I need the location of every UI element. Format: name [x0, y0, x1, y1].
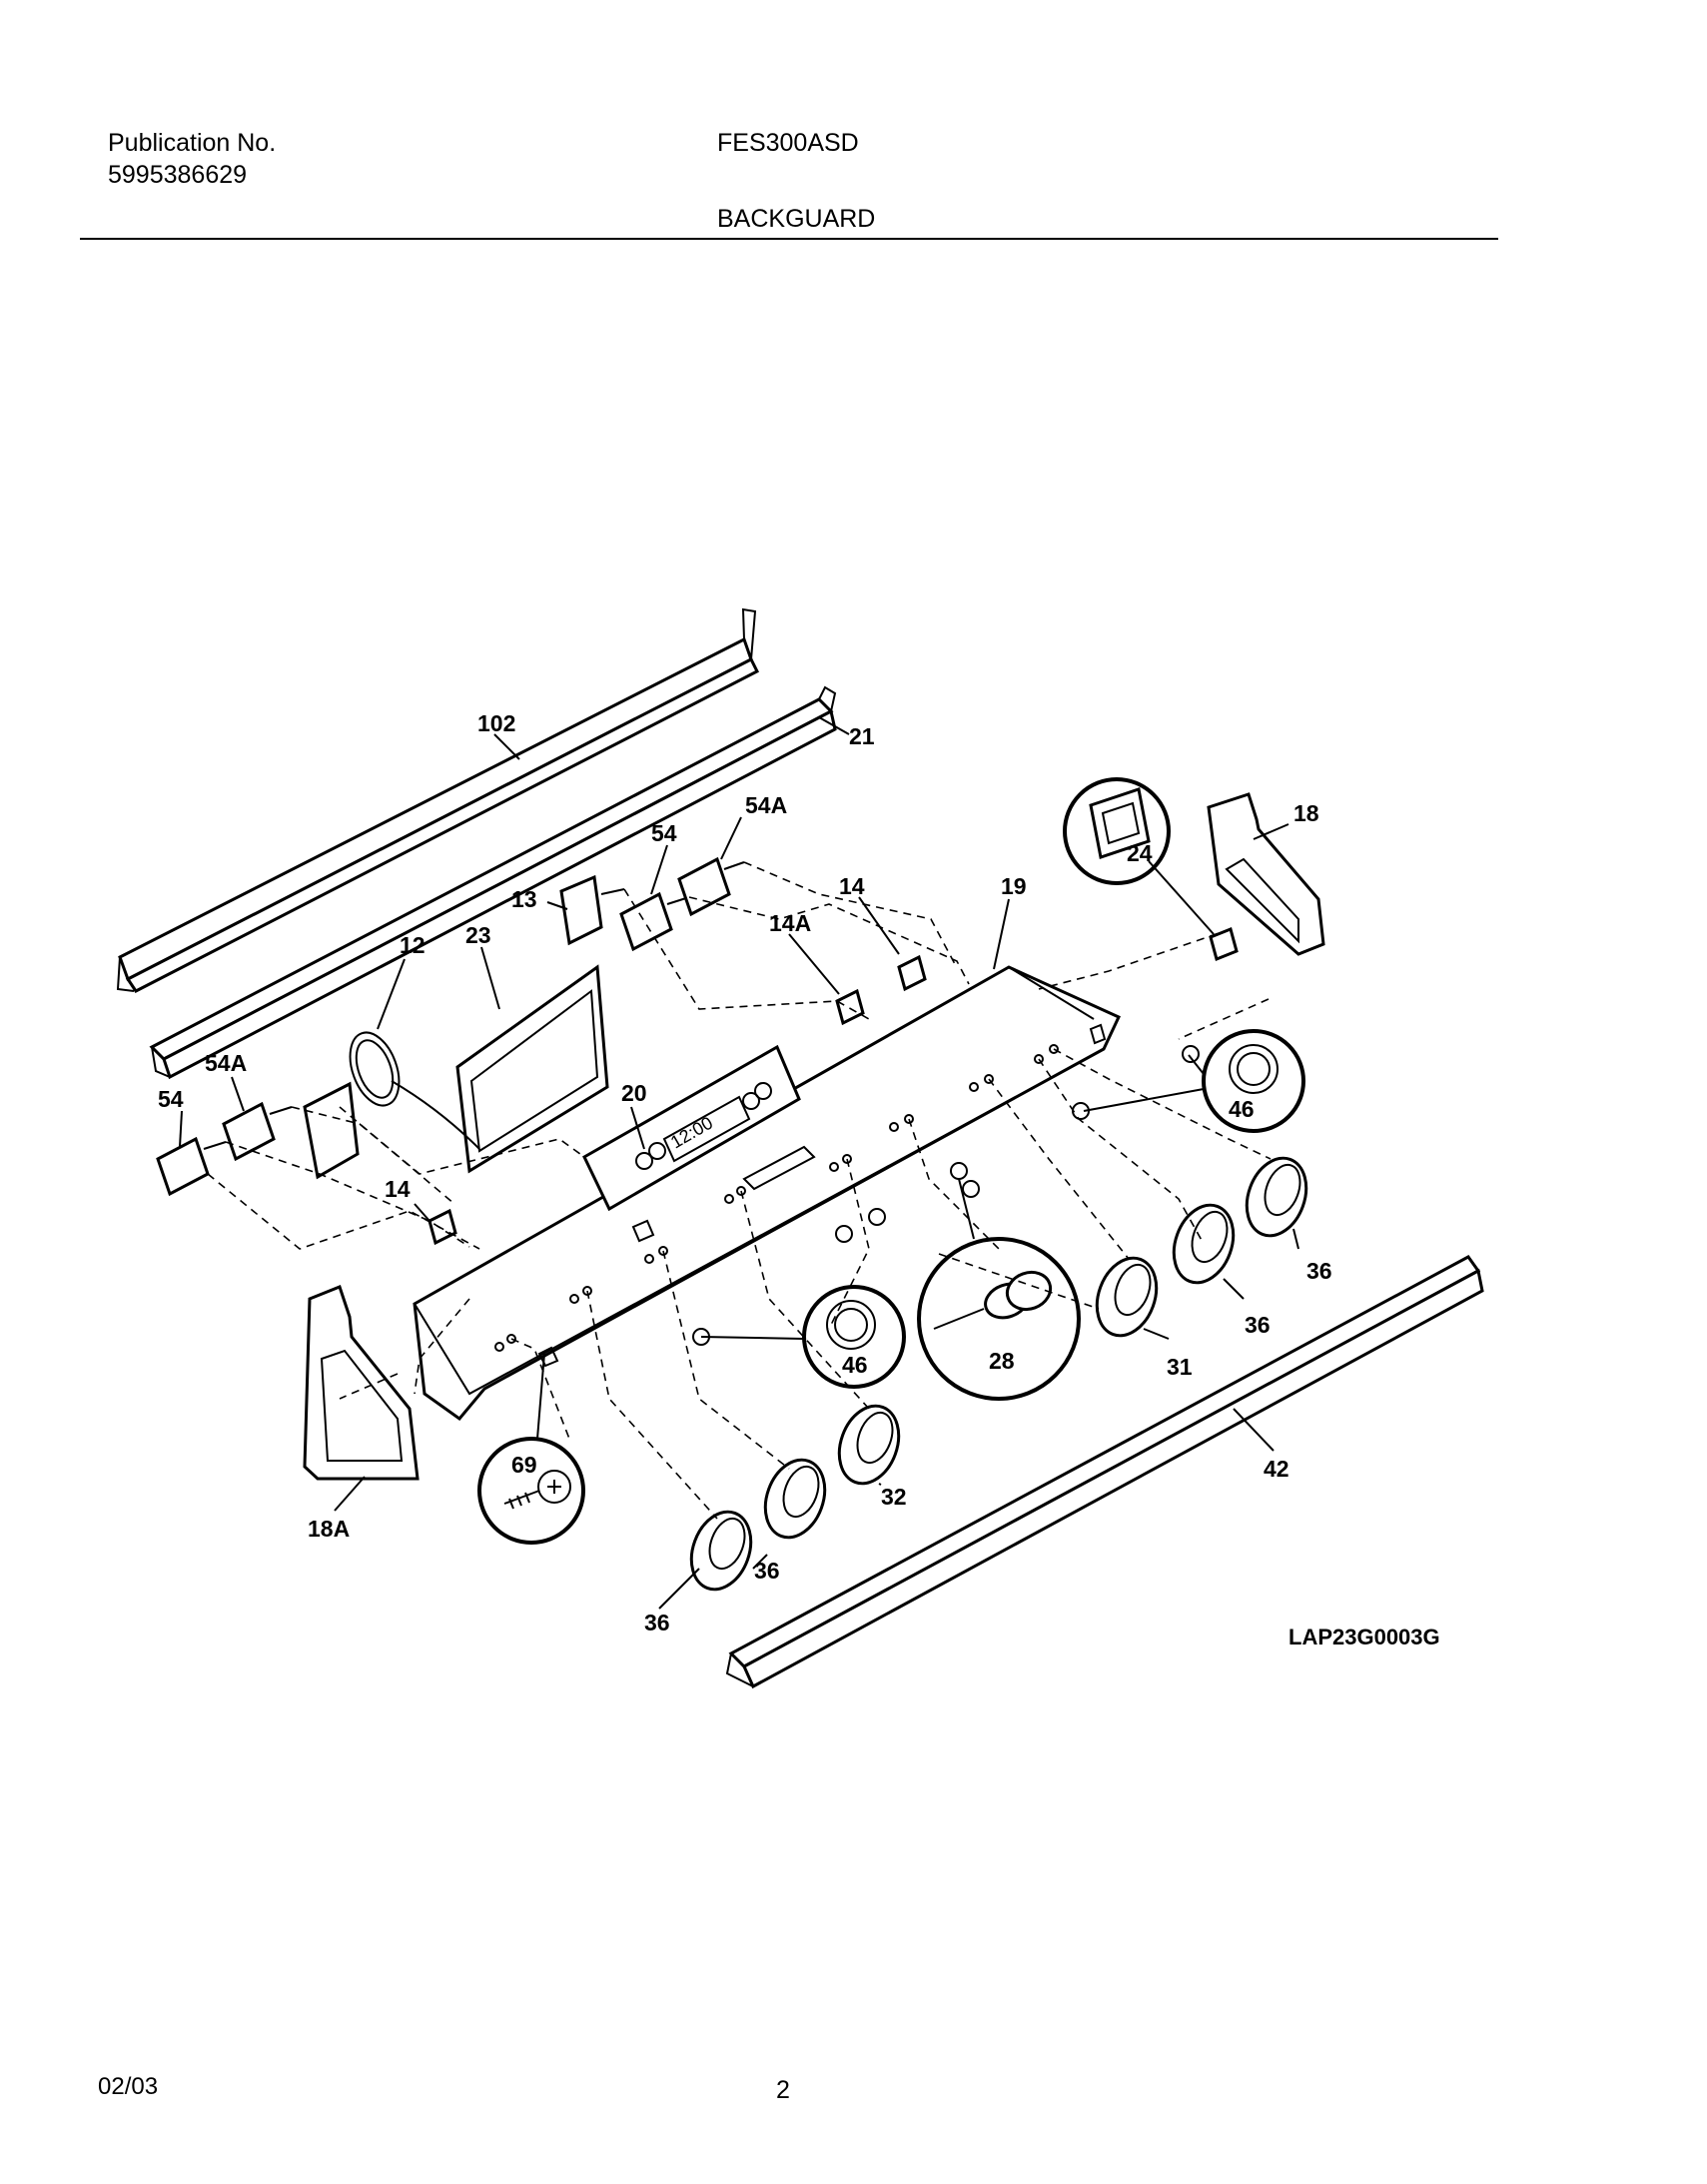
callout-36-a: 36	[1306, 1258, 1332, 1284]
part-13-relay	[559, 874, 625, 946]
knob-36-b	[1172, 1203, 1236, 1285]
callout-69: 69	[511, 1452, 537, 1478]
knob-group	[689, 1156, 1308, 1592]
callout-18: 18	[1293, 800, 1319, 826]
callout-28: 28	[989, 1348, 1015, 1374]
publication-label: Publication No.	[108, 129, 277, 157]
part-21-channel-rail	[149, 685, 837, 1080]
callout-18a: 18A	[308, 1516, 350, 1542]
knob-36-d	[689, 1510, 753, 1592]
leader-lines	[179, 716, 1299, 1610]
page-number: 2	[776, 2076, 790, 2104]
callout-54-top: 54	[651, 820, 677, 846]
callout-13: 13	[511, 886, 537, 912]
part-23-bracket-frame	[455, 964, 609, 1174]
callout-31: 31	[1167, 1354, 1193, 1380]
part-18a-left-end-cap	[303, 1285, 420, 1481]
detail-circle-46-right	[1202, 1029, 1305, 1133]
callout-46-right: 46	[1229, 1096, 1255, 1122]
part-54-switch-left	[156, 1136, 227, 1197]
detail-circle-69	[477, 1437, 585, 1545]
assembly-dash-lines	[207, 861, 1272, 1520]
callout-42: 42	[1264, 1456, 1289, 1482]
part-14a-holder	[835, 988, 865, 1026]
part-24-switch-on-panel	[1209, 926, 1239, 962]
callout-14-top: 14	[839, 873, 865, 899]
knob-36-a	[1245, 1156, 1308, 1238]
part-102-trim-rail	[116, 607, 760, 993]
callout-46-left: 46	[842, 1352, 868, 1378]
footer-date: 02/03	[98, 2073, 159, 2100]
knob-36-c	[763, 1458, 827, 1540]
callout-54a-top: 54A	[745, 792, 787, 818]
callout-21: 21	[849, 723, 875, 749]
callout-14-bottom: 14	[385, 1176, 411, 1202]
part-12-thermostat	[303, 1031, 480, 1180]
callout-20: 20	[621, 1080, 647, 1106]
callout-32: 32	[881, 1484, 907, 1510]
callout-54a-left: 54A	[205, 1050, 247, 1076]
callout-36-b: 36	[1245, 1312, 1271, 1338]
part-18-right-end-cap	[1207, 792, 1325, 956]
callout-19: 19	[1001, 873, 1027, 899]
section-title: BACKGUARD	[717, 205, 876, 233]
drawing-id: LAP23G0003G	[1288, 1625, 1440, 1649]
detail-circle-24	[1063, 777, 1171, 885]
part-54a-switch-top	[677, 856, 745, 917]
callout-102: 102	[477, 710, 515, 736]
knob-31	[1095, 1256, 1159, 1338]
part-54a-switch-left	[222, 1101, 293, 1162]
knob-32	[837, 1404, 901, 1486]
callout-23: 23	[465, 922, 491, 948]
part-54-switch-top	[619, 891, 690, 952]
detail-circle-46-left	[802, 1285, 906, 1389]
header-rule	[80, 238, 1498, 240]
callout-14a: 14A	[769, 910, 811, 936]
part-42-lower-trim	[725, 1255, 1484, 1689]
callout-54-left: 54	[158, 1086, 184, 1112]
callout-36-d: 36	[644, 1610, 670, 1636]
part-14-holder-bottom	[427, 1208, 457, 1246]
publication-number: 5995386629	[108, 161, 248, 189]
callout-36-c: 36	[754, 1558, 780, 1584]
part-20-clock-timer: 12:00	[582, 1044, 801, 1212]
detail-circle-28	[917, 1237, 1081, 1401]
callout-12: 12	[400, 932, 426, 958]
callout-24: 24	[1127, 840, 1153, 866]
part-14-holder-top	[897, 954, 927, 992]
model-number: FES300ASD	[717, 129, 859, 157]
